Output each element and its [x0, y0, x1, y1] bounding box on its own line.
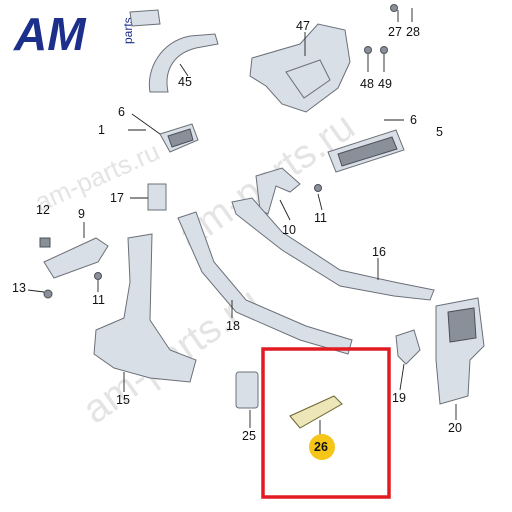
part-26-badge: [309, 434, 335, 460]
part-12-clip: [39, 237, 51, 248]
brand-logo: AM parts: [13, 8, 135, 60]
label-13: 13: [12, 281, 26, 295]
label-16: 16: [372, 245, 386, 259]
label-28: 28: [406, 25, 420, 39]
label-15: 15: [116, 393, 130, 407]
part-17-block: [147, 183, 167, 211]
part-16-duct: [231, 197, 435, 301]
part-11-screw-left: [94, 272, 102, 280]
part-20-vent-grille: [447, 307, 477, 343]
label-6-left: 6: [118, 105, 125, 119]
label-12: 12: [36, 203, 50, 217]
label-48: 48: [360, 77, 374, 91]
part-15-duct: [93, 233, 197, 383]
part-13-clip: [43, 289, 53, 299]
part-27-screw: [390, 4, 398, 12]
part-18-duct: [177, 211, 353, 355]
label-49: 49: [378, 77, 392, 91]
label-27: 27: [388, 25, 402, 39]
part-47-inner: [285, 59, 331, 99]
logo-letters: AM: [13, 8, 87, 60]
label-11-right: 11: [314, 211, 327, 225]
part-labels: 27 28 47 45 48 49 6 1 6 5 17 9 12 10 11 …: [12, 19, 462, 454]
part-25-grille: [235, 371, 259, 409]
label-9: 9: [78, 207, 85, 221]
label-26: 26: [314, 440, 328, 454]
label-47: 47: [296, 19, 310, 33]
part-9-bracket: [43, 237, 109, 279]
part-45-duct: [148, 33, 219, 93]
part-48-screw: [364, 46, 372, 54]
label-18: 18: [226, 319, 240, 333]
label-17: 17: [110, 191, 124, 205]
part-1-vent-grille: [167, 128, 194, 148]
label-6-right: 6: [410, 113, 417, 127]
part-11-screw-right: [314, 184, 322, 192]
part-19-bracket: [395, 329, 421, 365]
label-5: 5: [436, 125, 443, 139]
leader-lines: [27, 8, 457, 438]
watermark-text: am-parts.ru: [30, 136, 164, 217]
part-45-bracket: [129, 9, 161, 27]
part-5-vent-grille: [337, 136, 398, 167]
label-11-left: 11: [92, 293, 105, 307]
label-19: 19: [392, 391, 406, 405]
label-1: 1: [98, 123, 105, 137]
label-10: 10: [282, 223, 296, 237]
highlight-frame: [261, 347, 391, 499]
label-25: 25: [242, 429, 256, 443]
label-45: 45: [178, 75, 192, 89]
part-26-highlighted[interactable]: [289, 395, 343, 429]
part-49-clip: [380, 46, 388, 54]
label-20: 20: [448, 421, 462, 435]
